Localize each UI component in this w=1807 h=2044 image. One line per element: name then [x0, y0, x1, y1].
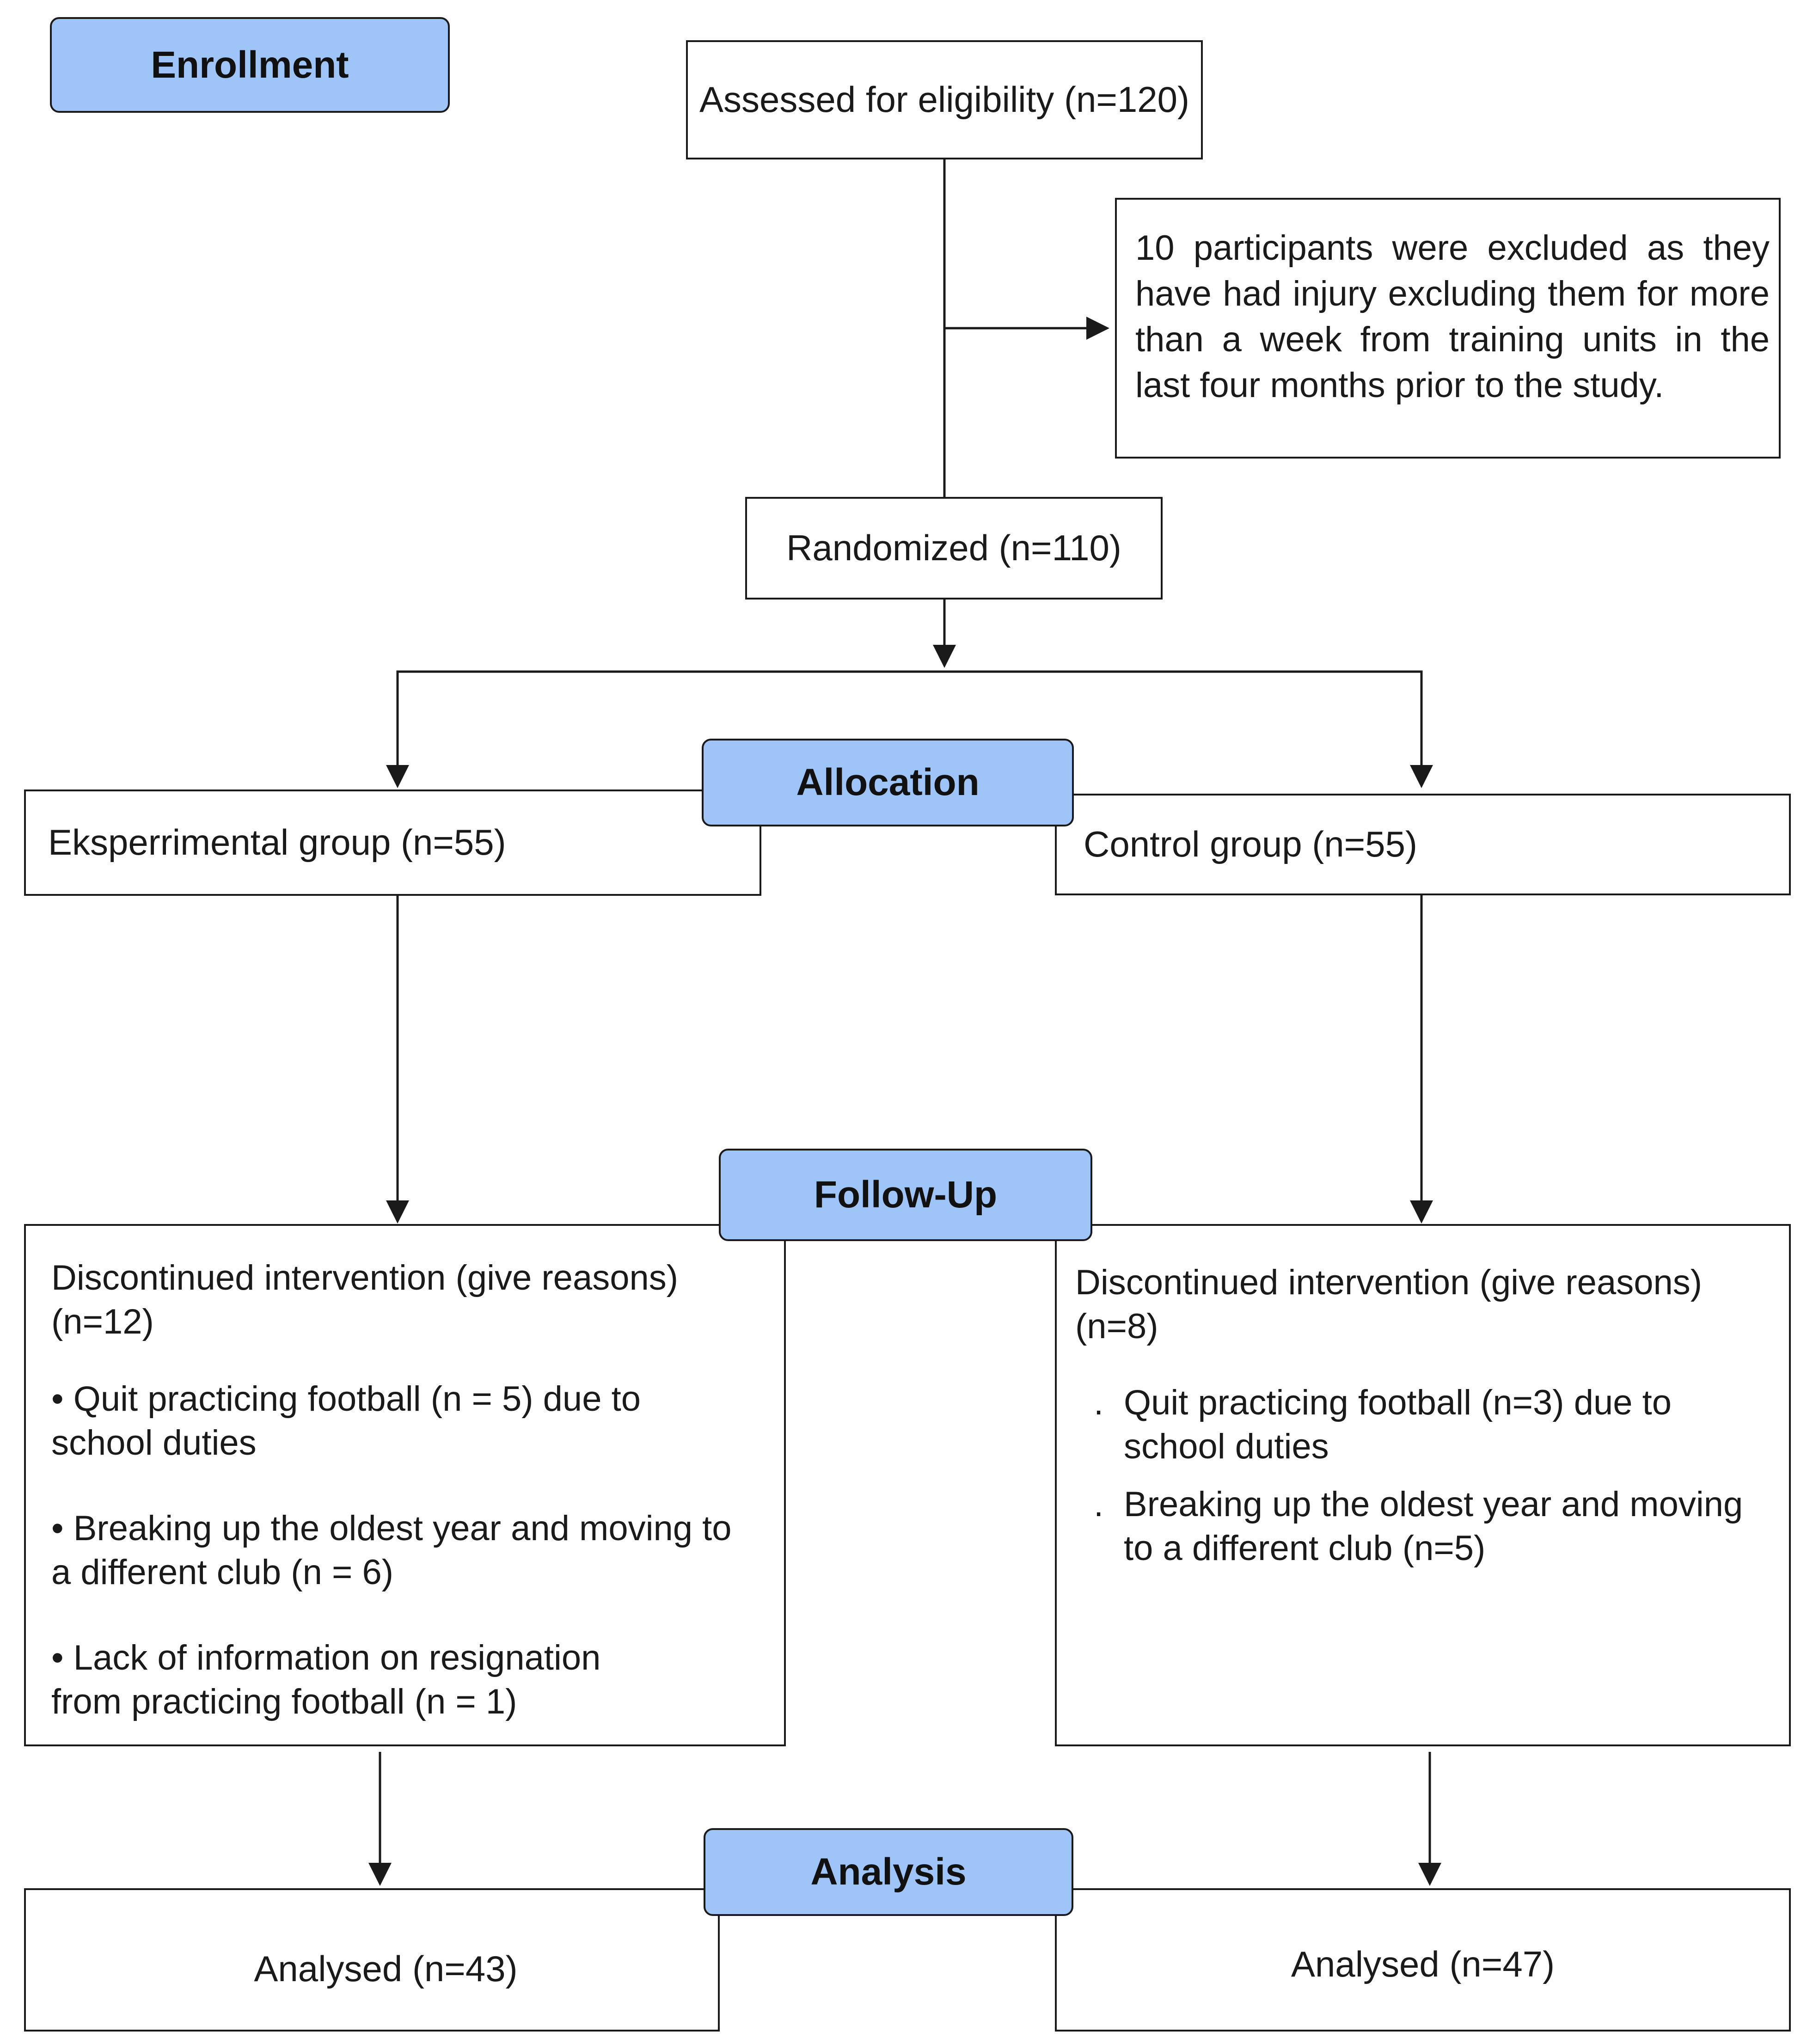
control-followup-heading: Discontinued intervention (give reasons)…: [1075, 1263, 1703, 1346]
experimental-analysis-text: Analysed (n=43): [254, 1948, 518, 1989]
assessed-text: Assessed for eligibility (n=120): [699, 79, 1189, 120]
control-followup-box: Discontinued intervention (give reasons)…: [1055, 1224, 1791, 1746]
control-reason-1-text: Quit practicing football (n=3) due to sc…: [1124, 1383, 1672, 1466]
stage-label-enrollment-text: Enrollment: [151, 43, 349, 86]
experimental-followup-heading: Discontinued intervention (give reasons)…: [51, 1258, 679, 1341]
control-analysis-text: Analysed (n=47): [1291, 1944, 1555, 1985]
exclusion-text: 10 participants were excluded as they ha…: [1135, 228, 1770, 405]
bullet-icon: .: [1094, 1383, 1104, 1422]
experimental-allocation-box: Eksperrimental group (n=55): [24, 789, 761, 896]
control-allocation-box: Control group (n=55): [1055, 794, 1791, 895]
line-allocation-split: [396, 670, 1423, 786]
control-allocation-text: Control group (n=55): [1084, 824, 1417, 865]
experimental-allocation-text: Eksperrimental group (n=55): [48, 822, 506, 863]
bullet-icon: .: [1094, 1485, 1104, 1524]
experimental-followup-box: Discontinued intervention (give reasons)…: [24, 1224, 786, 1746]
stage-label-analysis: Analysis: [704, 1828, 1073, 1916]
control-reason-2-text: Breaking up the oldest year and moving t…: [1124, 1485, 1743, 1568]
exclusion-box: 10 participants were excluded as they ha…: [1115, 198, 1781, 459]
stage-label-allocation: Allocation: [702, 739, 1074, 826]
stage-label-follow-up: Follow-Up: [719, 1149, 1092, 1241]
stage-label-allocation-text: Allocation: [796, 761, 980, 803]
randomized-box: Randomized (n=110): [745, 497, 1163, 600]
control-analysis-box: Analysed (n=47): [1055, 1888, 1791, 2032]
randomized-text: Randomized (n=110): [786, 527, 1121, 569]
experimental-reason-3: • Lack of information on resignation fro…: [51, 1638, 601, 1721]
stage-label-follow-up-text: Follow-Up: [814, 1174, 998, 1216]
assessed-box: Assessed for eligibility (n=120): [686, 40, 1203, 159]
stage-label-analysis-text: Analysis: [810, 1851, 967, 1893]
experimental-reason-1: • Quit practicing football (n = 5) due t…: [51, 1379, 641, 1463]
experimental-analysis-box: Analysed (n=43): [24, 1888, 720, 2032]
control-reason-1: . Quit practicing football (n=3) due to …: [1075, 1381, 1775, 1469]
stage-label-enrollment: Enrollment: [50, 17, 450, 113]
control-reason-2: . Breaking up the oldest year and moving…: [1075, 1482, 1775, 1570]
experimental-reason-2: • Breaking up the oldest year and moving…: [51, 1509, 732, 1592]
